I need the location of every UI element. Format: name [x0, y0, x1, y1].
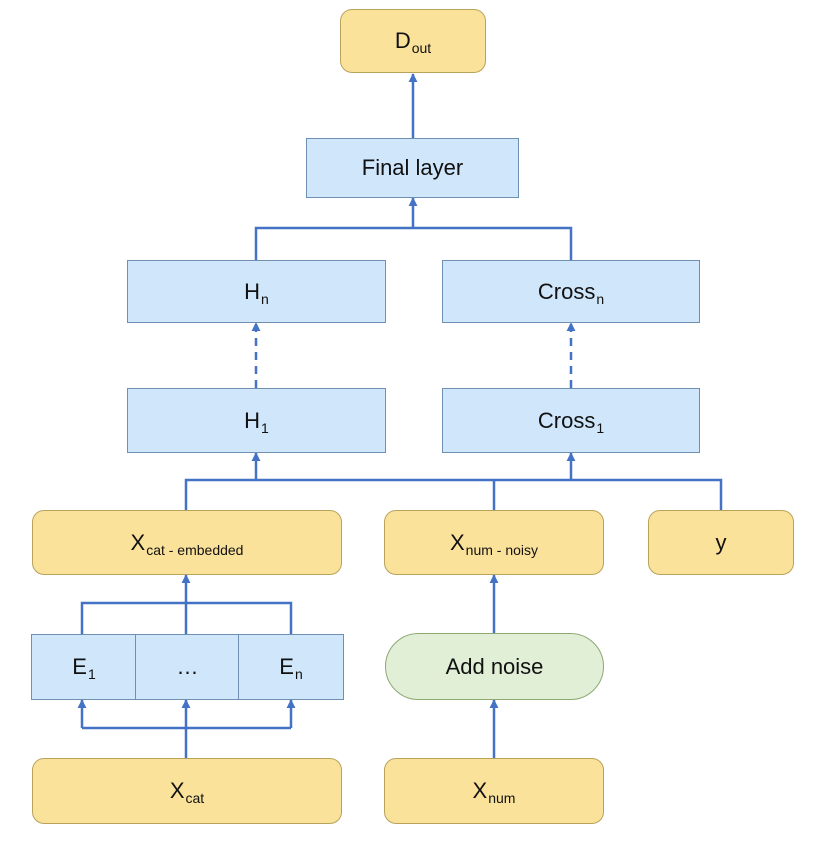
- x-cat-embedded-label: Xcat - embedded: [130, 529, 244, 558]
- connector-inputs-bus: [184, 478, 723, 510]
- h-n-label: Hn: [244, 278, 269, 307]
- d-out-node: Dout: [340, 9, 486, 73]
- h-n-node: Hn: [127, 260, 386, 323]
- e-n-node: En: [238, 634, 344, 700]
- final-layer-node: Final layer: [306, 138, 519, 198]
- final-layer-label: Final layer: [361, 155, 464, 180]
- e-dots-node: …: [135, 634, 240, 700]
- cross-n-label: Crossn: [537, 278, 605, 307]
- y-label: y: [715, 529, 727, 555]
- e-1-node: E1: [31, 634, 137, 700]
- x-cat-embedded-node: Xcat - embedded: [32, 510, 342, 575]
- y-node: y: [648, 510, 794, 575]
- x-num-noisy-node: Xnum - noisy: [384, 510, 604, 575]
- e-n-label: En: [279, 654, 303, 682]
- connector-merge-to-final: [254, 226, 573, 260]
- e-dots-label: …: [176, 654, 199, 679]
- x-num-label: Xnum: [472, 778, 516, 806]
- add-noise-label: Add noise: [445, 653, 544, 679]
- add-noise-node: Add noise: [385, 633, 604, 700]
- x-cat-node: Xcat: [32, 758, 342, 824]
- x-num-noisy-label: Xnum - noisy: [449, 529, 539, 558]
- d-out-label: Dout: [394, 28, 432, 56]
- x-cat-label: Xcat: [169, 778, 205, 806]
- h-1-label: H1: [244, 407, 269, 436]
- h-1-node: H1: [127, 388, 386, 453]
- cross-1-label: Cross1: [537, 407, 605, 436]
- x-num-node: Xnum: [384, 758, 604, 824]
- e-1-label: E1: [72, 654, 96, 682]
- cross-1-node: Cross1: [442, 388, 700, 453]
- cross-n-node: Crossn: [442, 260, 700, 323]
